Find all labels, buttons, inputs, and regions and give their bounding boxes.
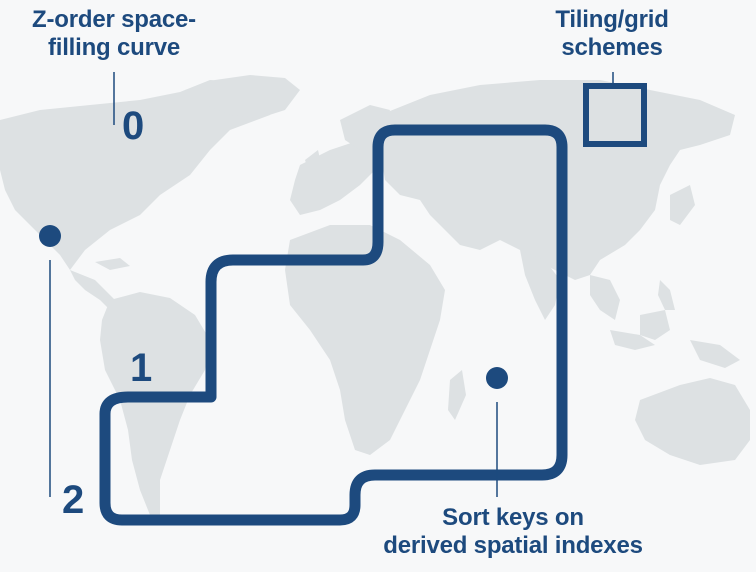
sortkeys-label: Sort keys on derived spatial indexes (340, 504, 686, 560)
indonesia-1 (610, 330, 655, 350)
cuba (95, 258, 130, 270)
zorder-label: Z-order space- filling curve (0, 6, 228, 62)
tiling-label-line2: schemes (561, 34, 663, 61)
tiling-label: Tiling/grid schemes (516, 6, 708, 62)
japan (670, 185, 695, 225)
europe (290, 140, 380, 215)
indonesia-2 (640, 310, 670, 340)
sortkeys-point-dot (486, 367, 508, 389)
philippines (658, 280, 675, 310)
marker-zero: 0 (122, 104, 145, 148)
southeast-asia (590, 275, 620, 320)
new-guinea (690, 340, 740, 368)
marker-two: 2 (62, 478, 85, 522)
south-america (100, 292, 210, 515)
australia (635, 378, 750, 465)
z-order-curve (99, 124, 568, 526)
africa (285, 225, 445, 455)
tiling-label-line1: Tiling/grid (555, 6, 669, 33)
india (520, 250, 560, 320)
uk (305, 150, 322, 175)
sortkeys-label-line2: derived spatial indexes (383, 532, 643, 559)
zorder-label-line1: Z-order space- (32, 6, 196, 33)
zorder-label-line2: filling curve (47, 34, 181, 61)
north-america (0, 80, 280, 270)
marker-one: 1 (130, 346, 153, 390)
left-point-dot (39, 225, 61, 247)
greenland (185, 75, 300, 118)
sortkeys-label-line1: Sort keys on (442, 504, 584, 531)
tiling-grid-square (583, 83, 647, 147)
madagascar (448, 370, 466, 420)
